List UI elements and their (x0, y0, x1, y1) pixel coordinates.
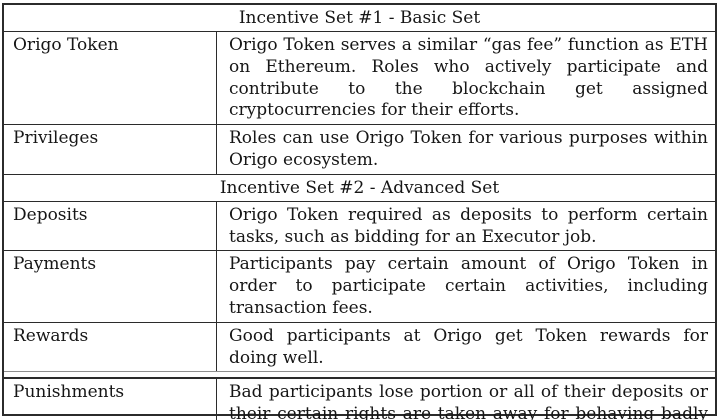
description-cell: Origo Token serves a similar “gas fee” f… (229, 35, 708, 121)
section-header-advanced-set: Incentive Set #2 - Advanced Set (4, 175, 715, 202)
table-row-payments: Payments Participants pay certain amount… (4, 251, 715, 323)
table-row-privileges: Privileges Roles can use Origo Token for… (4, 125, 715, 175)
table-row-origo-token: Origo Token Origo Token serves a similar… (4, 32, 715, 126)
term-cell: Deposits (4, 201, 217, 251)
section-header-basic-set: Incentive Set #1 - Basic Set (4, 5, 715, 32)
term-cell: Privileges (4, 125, 217, 174)
description-cell: Participants pay certain amount of Origo… (229, 254, 708, 318)
description-cell: Roles can use Origo Token for various pu… (229, 128, 708, 170)
table-row-punishments: Punishments Bad participants lose portio… (4, 377, 715, 420)
term-cell: Payments (4, 251, 217, 322)
description-cell: Good participants at Origo get Token rew… (229, 325, 708, 368)
term-cell: Punishments (4, 379, 217, 420)
table-row-rewards: Rewards Good participants at Origo get T… (4, 322, 715, 373)
term-cell: Origo Token (4, 32, 217, 125)
table-split-divider (4, 372, 715, 378)
description-cell: Bad participants lose portion or all of … (229, 382, 708, 420)
incentive-table: Incentive Set #1 - Basic Set Origo Token… (2, 3, 717, 420)
term-cell: Rewards (4, 322, 217, 372)
table-row-deposits: Deposits Origo Token required as deposit… (4, 201, 715, 252)
description-cell: Origo Token required as deposits to perf… (229, 204, 708, 247)
